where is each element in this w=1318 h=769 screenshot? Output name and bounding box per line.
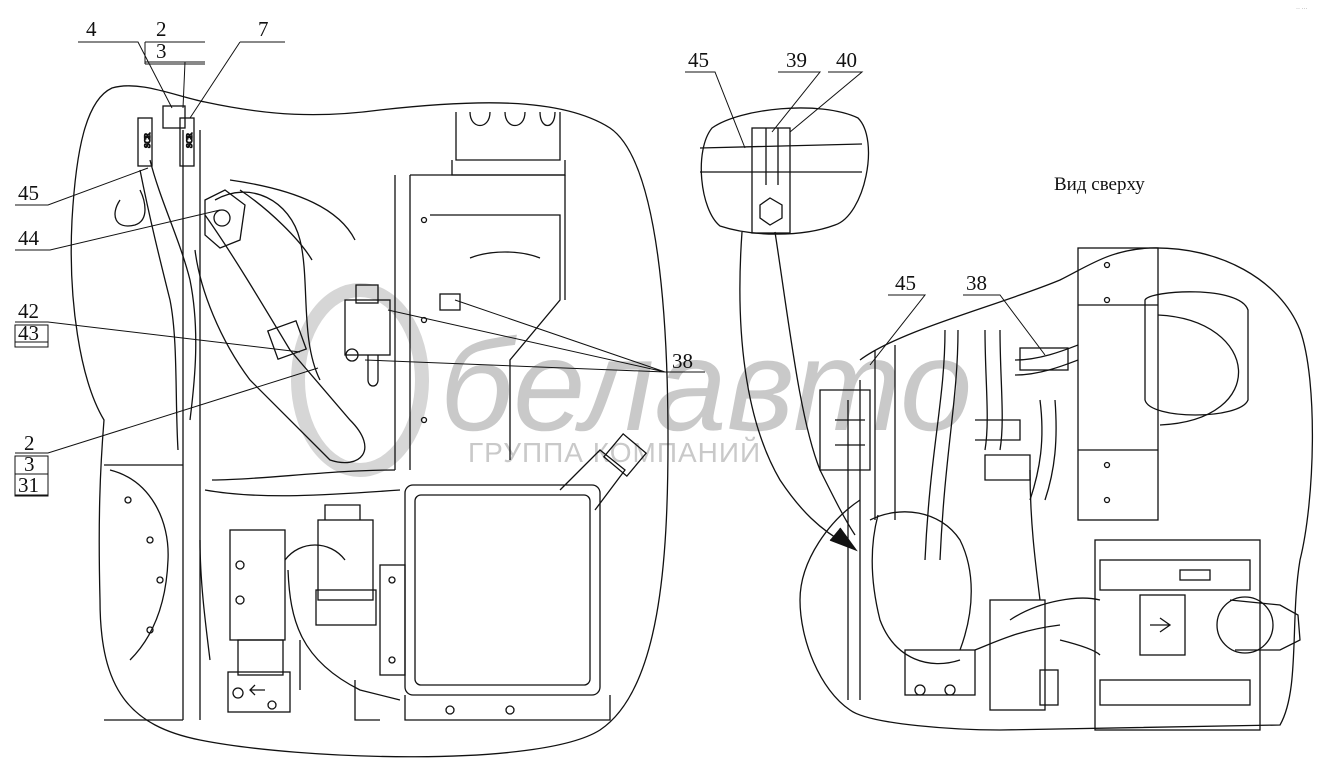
detail-nut	[759, 197, 783, 226]
callout-45-right: 45	[895, 271, 916, 295]
left-main-view: SCR SCR	[70, 85, 669, 758]
callout-38-right: 38	[966, 271, 987, 295]
callout-43: 43	[18, 321, 39, 345]
clip	[439, 293, 461, 311]
callout-3-bottom: 3	[24, 452, 35, 476]
right-view-outline	[799, 247, 1314, 731]
exhaust-outlet	[455, 112, 561, 161]
right-dosing-block	[904, 649, 976, 696]
callout-38-left: 38	[672, 349, 693, 373]
engine-housing	[1077, 247, 1159, 521]
callout-4: 4	[86, 17, 97, 41]
heated-line	[149, 159, 197, 421]
right-hose-a	[924, 329, 959, 561]
callout-31: 31	[18, 473, 39, 497]
hose-loop	[114, 189, 146, 227]
watermark-logo-ring	[291, 283, 429, 477]
air-intake	[1144, 291, 1249, 416]
callout-39: 39	[786, 48, 807, 72]
callout-boxes	[14, 42, 205, 497]
callout-45-left: 45	[18, 181, 39, 205]
pump-flange	[1216, 596, 1274, 654]
watermark-brand: белавто	[440, 312, 972, 458]
pipe-guide-line	[739, 231, 849, 546]
pump-bracket	[229, 529, 286, 641]
callout-labels: 4 2 3 7 45 44 42 43 2 3 31 38 45 39 40 В…	[18, 6, 1308, 497]
pump-cap	[1229, 599, 1301, 651]
detail-view	[699, 107, 870, 552]
leader-lines	[15, 41, 1046, 496]
right-pump-module	[1094, 539, 1261, 731]
callout-3-top: 3	[156, 39, 167, 63]
tank-filler-neck	[559, 449, 626, 511]
left-view-outline	[70, 85, 669, 758]
callout-40: 40	[836, 48, 857, 72]
right-clip-38	[1019, 347, 1069, 371]
callout-44: 44	[18, 226, 40, 250]
dosing-pump	[317, 519, 374, 601]
corner-mark: ·· ···	[1296, 6, 1308, 12]
watermark: белавто ГРУППА КОМПАНИЙ	[291, 283, 972, 477]
top-view-title: Вид сверху	[1054, 174, 1145, 195]
pump-module	[344, 299, 391, 356]
scr-label-left: SCR	[143, 132, 152, 148]
callout-2-bottom: 2	[24, 431, 35, 455]
callout-7: 7	[258, 17, 269, 41]
scr-label-right: SCR	[185, 132, 194, 148]
callout-45-detail: 45	[688, 48, 709, 72]
callout-42: 42	[18, 299, 39, 323]
detail-outline	[700, 107, 870, 235]
detail-clamp	[751, 127, 791, 234]
frame-rail	[182, 130, 201, 720]
frame-bracket	[109, 469, 169, 661]
frame-crossmember	[104, 464, 183, 721]
muffler-bracket	[394, 174, 566, 470]
scr-connector-left	[137, 117, 153, 167]
callout-2-top: 2	[156, 17, 167, 41]
scr-connector-right	[179, 117, 195, 167]
watermark-subtitle: ГРУППА КОМПАНИЙ	[468, 437, 761, 468]
def-tank	[404, 484, 601, 696]
right-bracket	[819, 389, 871, 471]
filter-canister	[194, 214, 366, 464]
sensor-housing	[204, 189, 246, 249]
right-top-view	[799, 247, 1314, 731]
